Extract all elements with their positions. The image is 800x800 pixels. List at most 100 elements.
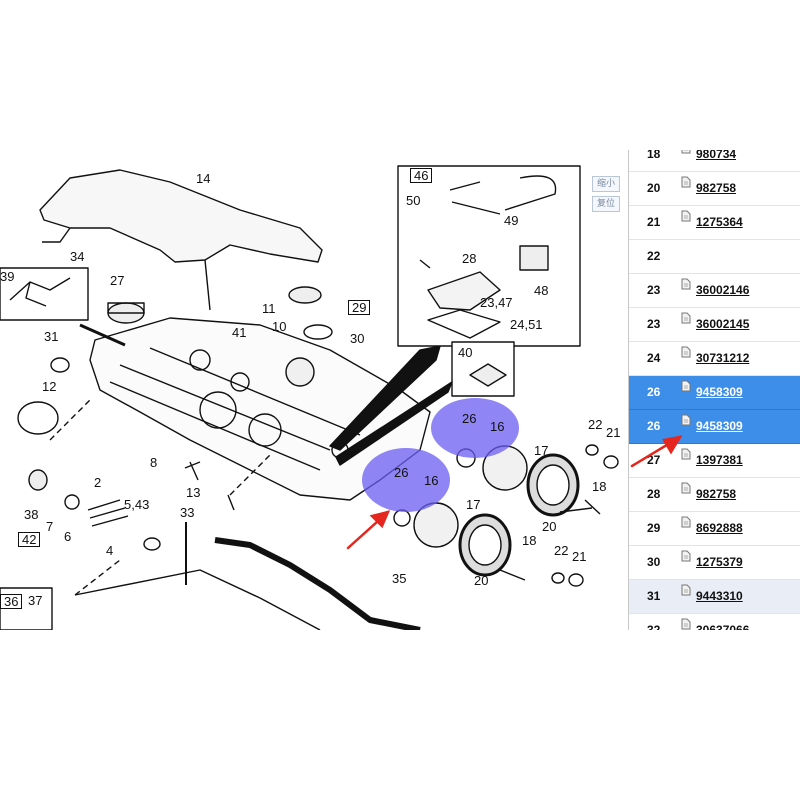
callout-c30[interactable]: 30 <box>350 331 365 346</box>
callout-c17b[interactable]: 17 <box>466 497 481 512</box>
callout-c7[interactable]: 7 <box>46 519 54 534</box>
callout-c17a[interactable]: 17 <box>534 443 549 458</box>
part-number-link[interactable]: 9458309 <box>696 419 743 433</box>
callout-c46[interactable]: 46 <box>410 168 433 183</box>
callout-c16a[interactable]: 16 <box>490 419 505 434</box>
callout-c6[interactable]: 6 <box>64 529 72 544</box>
callout-c13[interactable]: 13 <box>186 485 201 500</box>
camshaft <box>214 537 421 630</box>
document-icon[interactable] <box>681 380 691 392</box>
parts-list-row[interactable]: 22 <box>629 240 800 274</box>
callout-c35[interactable]: 35 <box>392 571 407 586</box>
position-number: 21 <box>647 215 661 229</box>
callout-c21b[interactable]: 21 <box>572 549 587 564</box>
zoom-out-button[interactable]: 缩小 <box>592 176 620 192</box>
document-icon[interactable] <box>681 482 691 494</box>
callout-c16b[interactable]: 16 <box>424 473 439 488</box>
parts-list-row[interactable]: 23 36002146 <box>629 274 800 308</box>
callout-c38[interactable]: 38 <box>24 507 39 522</box>
part-number-link[interactable]: 9443310 <box>696 589 743 603</box>
document-icon[interactable] <box>681 584 691 596</box>
document-icon[interactable] <box>681 516 691 528</box>
part-number-link[interactable]: 36002146 <box>696 283 750 297</box>
callout-c18a[interactable]: 18 <box>592 479 607 494</box>
callout-c40[interactable]: 40 <box>458 345 473 360</box>
callout-c29[interactable]: 29 <box>348 300 371 315</box>
callout-c34[interactable]: 34 <box>70 249 85 264</box>
position-number: 23 <box>647 283 661 297</box>
part-number-link[interactable]: 30637066 <box>696 623 750 630</box>
document-icon[interactable] <box>681 278 691 290</box>
document-icon[interactable] <box>681 346 691 358</box>
part-number-link[interactable]: 1397381 <box>696 453 743 467</box>
callout-c10[interactable]: 10 <box>272 319 287 334</box>
callout-c50[interactable]: 50 <box>406 193 421 208</box>
parts-list-row[interactable]: 21 1275364 <box>629 206 800 240</box>
callout-c12[interactable]: 12 <box>42 379 57 394</box>
part-number-link[interactable]: 1275364 <box>696 215 743 229</box>
callout-c11[interactable]: 11 <box>262 301 276 316</box>
part-number-link[interactable]: 1275379 <box>696 555 743 569</box>
callout-c49[interactable]: 49 <box>504 213 519 228</box>
callout-c2347[interactable]: 23,47 <box>480 295 513 310</box>
callout-c20b[interactable]: 20 <box>474 573 489 588</box>
callout-c26b[interactable]: 26 <box>394 465 409 480</box>
callout-c543[interactable]: 5,43 <box>124 497 150 512</box>
document-icon[interactable] <box>681 448 691 460</box>
callout-c18b[interactable]: 18 <box>522 533 537 548</box>
callout-c36[interactable]: 36 <box>0 594 23 609</box>
document-icon[interactable] <box>681 150 691 154</box>
part-number-link[interactable]: 8692888 <box>696 521 743 535</box>
callout-c39[interactable]: 39 <box>0 269 15 284</box>
document-icon[interactable] <box>681 550 691 562</box>
callout-c21a[interactable]: 21 <box>606 425 621 440</box>
part-number-link[interactable]: 982758 <box>696 181 737 195</box>
callout-c48[interactable]: 48 <box>534 283 549 298</box>
callout-c8[interactable]: 8 <box>150 455 158 470</box>
highlight-lower <box>362 448 450 512</box>
position-number: 26 <box>647 419 661 433</box>
document-icon[interactable] <box>681 618 691 630</box>
part-number-link[interactable]: 30731212 <box>696 351 750 365</box>
callout-c20a[interactable]: 20 <box>542 519 557 534</box>
callout-c27[interactable]: 27 <box>110 273 125 288</box>
callout-c33[interactable]: 33 <box>180 505 195 520</box>
callout-c28[interactable]: 28 <box>462 251 477 266</box>
part-number-link[interactable]: 982758 <box>696 487 737 501</box>
callout-c2[interactable]: 2 <box>94 475 102 490</box>
callout-c41[interactable]: 41 <box>232 325 247 340</box>
document-icon[interactable] <box>681 210 691 222</box>
callout-c37[interactable]: 37 <box>28 593 43 608</box>
callout-c14[interactable]: 14 <box>196 171 211 186</box>
callout-c42[interactable]: 42 <box>18 532 41 547</box>
position-number: 27 <box>647 453 661 467</box>
document-icon[interactable] <box>681 312 691 324</box>
callout-c22b[interactable]: 22 <box>554 543 569 558</box>
callout-c26a[interactable]: 26 <box>462 411 477 426</box>
part-number-link[interactable]: 36002145 <box>696 317 750 331</box>
callout-c31[interactable]: 31 <box>44 329 59 344</box>
reset-button[interactable]: 复位 <box>592 196 620 212</box>
part-number-link[interactable]: 980734 <box>696 150 737 161</box>
callout-c4[interactable]: 4 <box>106 543 114 558</box>
callout-c22a[interactable]: 22 <box>588 417 603 432</box>
document-icon[interactable] <box>681 176 691 188</box>
callout-c2451[interactable]: 24,51 <box>510 317 543 332</box>
document-icon[interactable] <box>681 414 691 426</box>
parts-list-row[interactable]: 27 1397381 <box>629 444 800 478</box>
parts-list-row[interactable]: 26 9458309 <box>629 410 800 444</box>
part-number-link[interactable]: 9458309 <box>696 385 743 399</box>
valve-cover-shield <box>39 169 323 263</box>
